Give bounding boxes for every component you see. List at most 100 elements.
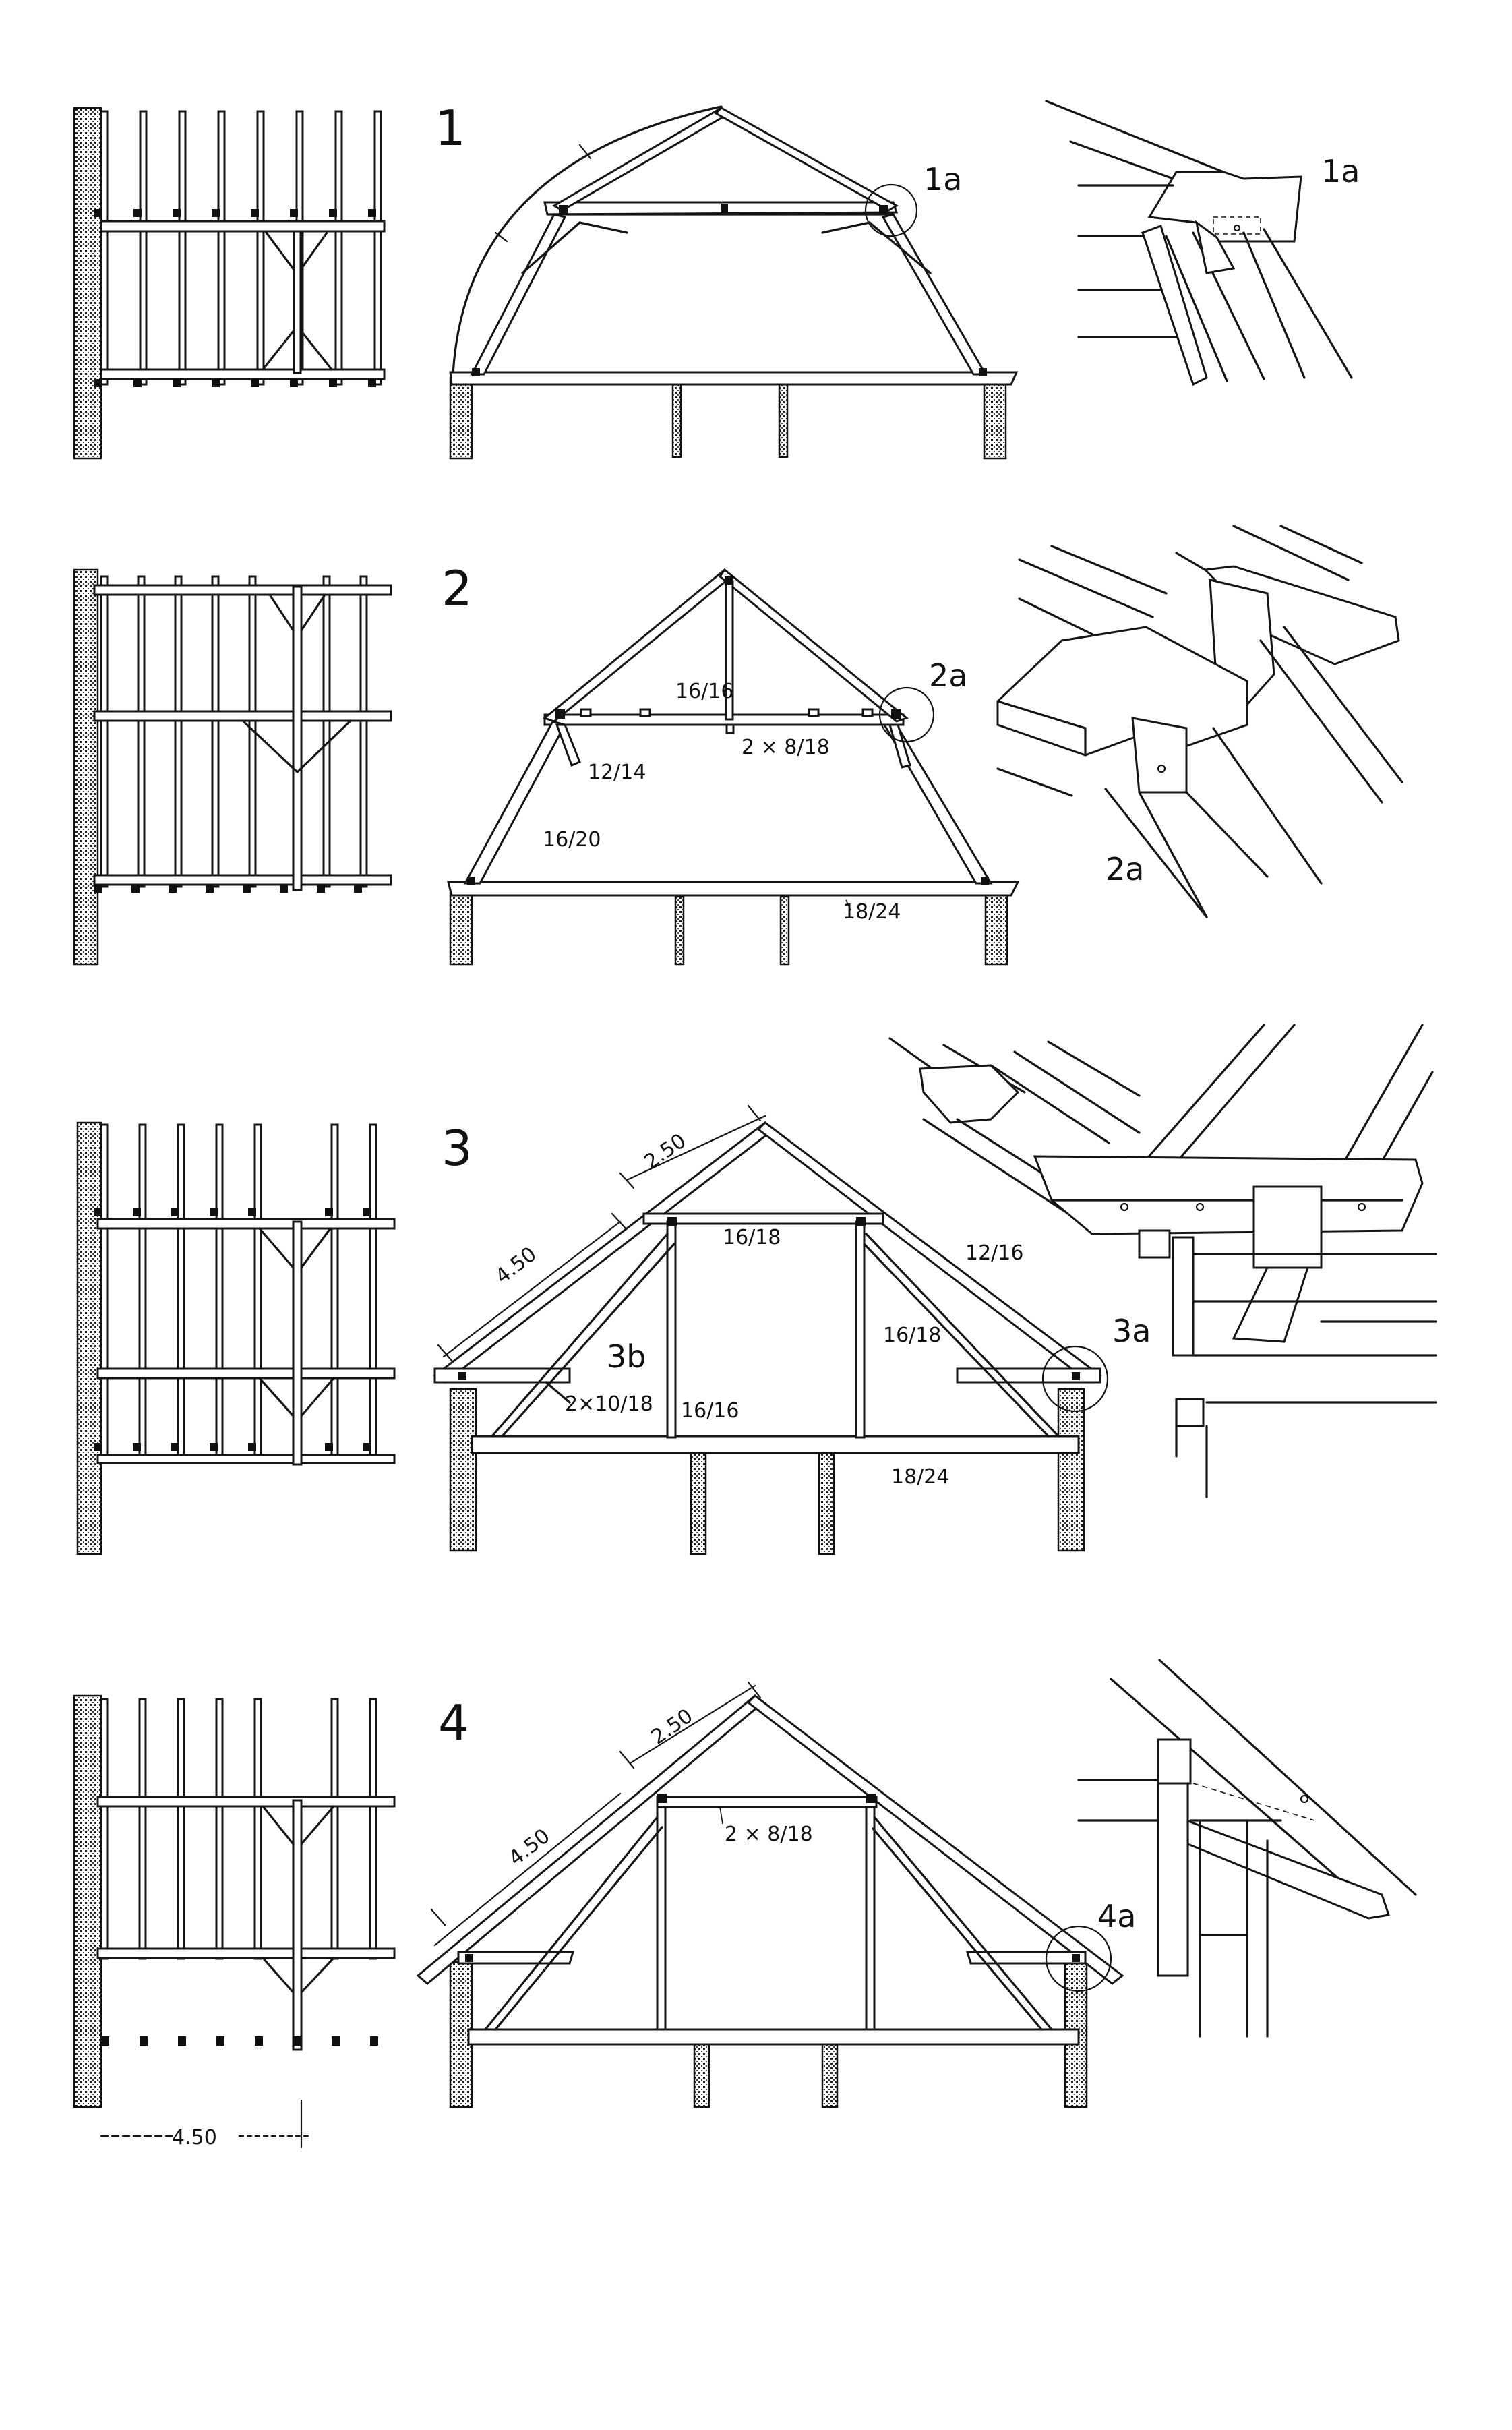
figure-number: 3 [442, 1120, 473, 1177]
detail-label: 1a [924, 161, 962, 198]
detail-circle [864, 183, 918, 237]
lower-rafter-right [882, 723, 993, 885]
rafter-right [746, 1694, 1124, 1985]
wall-section [73, 1694, 102, 2108]
longitudinal-elevation-1 [73, 107, 386, 460]
member-size-tie-beam: 18/24 [891, 1465, 949, 1489]
rafter-posts [100, 1123, 377, 1463]
knee-beam-left [457, 1951, 575, 1965]
upper-rafter-right [718, 568, 909, 723]
member-size-strut: 16/18 [883, 1324, 941, 1347]
knee-beam-right [965, 1951, 1087, 1965]
member-size-post: 16/16 [681, 1399, 739, 1423]
post-right [779, 895, 790, 966]
detail-circle [1041, 1345, 1109, 1413]
member-size-king-post: 16/16 [675, 680, 733, 703]
post-right [778, 383, 789, 458]
top-plate [93, 584, 392, 596]
detail-caption: 1a [1321, 153, 1360, 189]
member-size-tie-beam: 18/24 [843, 900, 901, 924]
member-size-rafter: 16/20 [543, 828, 601, 852]
post-block [1252, 1185, 1323, 1269]
post-inner-right [855, 1220, 866, 1439]
lower-rafter-right [881, 213, 988, 376]
wall-plate [93, 874, 392, 886]
figure-number: 4 [438, 1694, 469, 1751]
center-post [292, 585, 303, 891]
wall-right [1057, 1388, 1085, 1552]
rafter-left [433, 1121, 776, 1384]
figure-3: 3 [76, 1024, 1437, 1555]
lower-plate [96, 1367, 396, 1380]
truss-section-1: 1a [449, 105, 1019, 460]
truss-section-3: 4.50 2.50 16/18 12/16 16/18 2×10/18 16/1… [433, 1104, 1109, 1555]
post-inner-right [865, 1806, 876, 2031]
post-inner-left [666, 1220, 677, 1439]
span-upper: 2.50 [647, 1705, 698, 1750]
lower-rafter-left [470, 213, 567, 376]
member-size-collar: 2 × 8/18 [725, 1822, 813, 1846]
longitudinal-elevation-3 [76, 1121, 396, 1555]
center-post [292, 1220, 303, 1466]
purlin-blocks [101, 2036, 378, 2046]
member-size-knee-beam: 2×10/18 [565, 1392, 653, 1416]
member-size-rafter: 12/16 [965, 1241, 1023, 1265]
detail-4a [1077, 1659, 1417, 2038]
detail-label: 3a [1112, 1313, 1151, 1349]
longitudinal-elevation-2 [73, 568, 392, 966]
wind-bracing [241, 593, 352, 773]
tie-beam [471, 1435, 1080, 1454]
strut-a [1141, 225, 1208, 386]
tie-beam [467, 2028, 1080, 2046]
post-left [693, 2042, 710, 2108]
post-right [821, 2042, 839, 2108]
post-left [690, 1452, 707, 1555]
detail-label: 2a [929, 657, 967, 694]
lower-rafter-left [463, 720, 567, 885]
purlin-blocks [94, 209, 376, 387]
lower-plate [96, 1947, 396, 1959]
purlin-blocks [94, 1208, 371, 1451]
rafter-left [416, 1694, 765, 1985]
rafter-posts [100, 1698, 377, 1960]
span-lower: 4.50 [504, 1825, 554, 1871]
rafter-posts [100, 110, 382, 386]
span-upper: 2.50 [640, 1129, 691, 1175]
collar-plate [100, 220, 386, 233]
plan-dimension: 4.50 [172, 2126, 217, 2150]
wall-section [73, 568, 99, 966]
collar-beam [543, 201, 899, 216]
wall-plate [96, 1454, 396, 1464]
collar-beam [642, 1212, 884, 1225]
collar-plate [93, 710, 392, 722]
center-post [292, 1799, 303, 2051]
figure-number: 2 [442, 560, 473, 617]
upper-rafter-right [714, 107, 899, 212]
post-lower [1232, 1266, 1310, 1343]
wall-section [73, 107, 102, 460]
post-inner-left [656, 1806, 667, 2031]
detail-3a: 3a [888, 1024, 1437, 1498]
wall-left [449, 1388, 477, 1552]
arc-outline [452, 105, 723, 376]
wall-right [984, 887, 1008, 966]
wind-bracing [262, 1805, 335, 1994]
member-size-collar: 16/18 [723, 1226, 781, 1249]
figure-1: 1 1a [73, 100, 1360, 460]
main-beam [1033, 1155, 1424, 1235]
member-size-strut: 12/14 [588, 761, 646, 784]
purlin-blocks [94, 885, 362, 893]
tie-beam [449, 371, 1019, 386]
detail-circle [1045, 1925, 1112, 1992]
detail-label: 4a [1097, 1898, 1136, 1934]
beam-end [1147, 171, 1302, 243]
upper-plate [96, 1218, 396, 1230]
detail-caption: 2a [1106, 851, 1144, 887]
post-left [674, 895, 685, 966]
collar-beam [543, 713, 905, 726]
truss-section-4: 4.50 2.50 2 × 8/18 4a [416, 1681, 1136, 2108]
detail-circle [878, 686, 935, 743]
collar-plate [96, 1796, 396, 1808]
post-right [818, 1452, 835, 1555]
beam-lower [996, 626, 1248, 757]
